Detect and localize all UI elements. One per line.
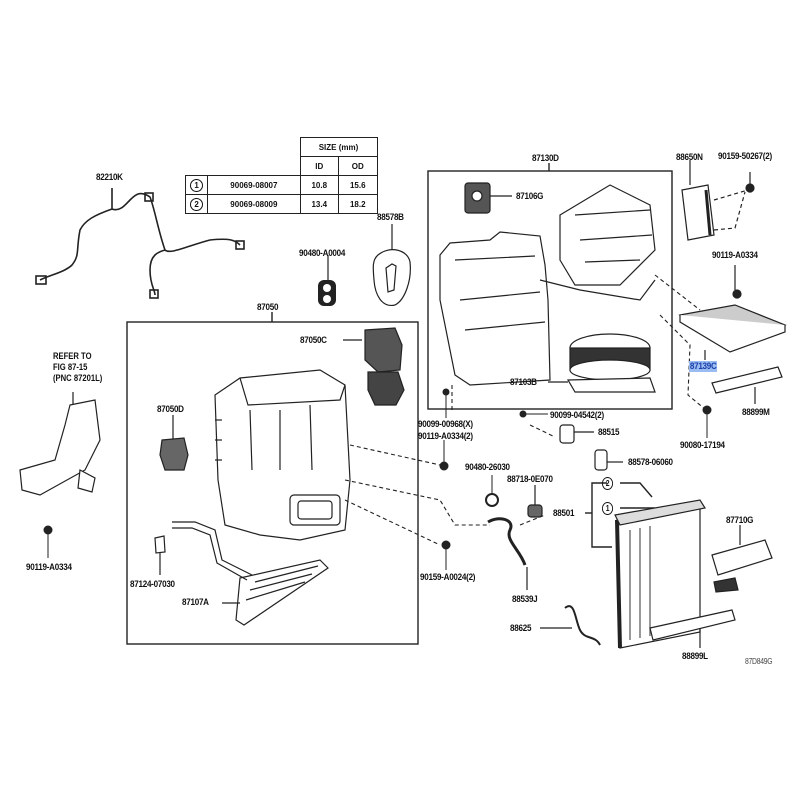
grommet-icon (318, 255, 336, 306)
resistor-87106g-icon (464, 182, 512, 214)
part-label[interactable]: 90099-04542(2) (550, 410, 604, 421)
clamp-88718-icon (527, 485, 543, 518)
part-label[interactable]: 90099-00968(X) (418, 419, 473, 430)
part-label[interactable]: 87130D (532, 153, 559, 164)
inner-diameter: 10.8 (299, 175, 339, 195)
part-label[interactable]: 90080-17194 (680, 440, 725, 451)
heater-case-illustration (214, 369, 351, 541)
part-label[interactable]: 88578B (377, 212, 404, 223)
part-label[interactable]: 88539J (512, 594, 538, 605)
sensor-88515-icon (559, 424, 594, 444)
clip-88578b-icon (372, 224, 411, 307)
outer-diameter: 15.6 (338, 175, 378, 195)
sensor-88625-icon (540, 605, 601, 646)
part-number[interactable]: 90069-08009 (207, 194, 301, 214)
bolts (43, 388, 712, 570)
bracket-88501 (591, 482, 612, 548)
actuator-87050d-icon (159, 415, 189, 471)
clip-88578-icon (594, 449, 623, 471)
part-label[interactable]: 90480-26030 (465, 462, 510, 473)
outer-diameter: 18.2 (338, 194, 378, 214)
group-box-87050 (126, 321, 419, 645)
evaporator-88501-icon (614, 499, 706, 649)
col-id: ID (299, 156, 339, 176)
cabin-filter-87139c-icon (678, 265, 787, 360)
part-label[interactable]: 90480-A0004 (299, 248, 346, 259)
part-label[interactable]: 82210K (96, 172, 123, 183)
heater-core-87107a-icon (154, 521, 329, 626)
refer-note: REFER TO FIG 87-15 (PNC 87201L) (53, 351, 102, 384)
size-header: SIZE (mm) (299, 137, 378, 157)
actuator-87050c-icon (343, 327, 405, 406)
diagram-code: 87D849G (745, 657, 773, 666)
refer-line: REFER TO (53, 351, 92, 361)
part-label[interactable]: 87124-07030 (130, 579, 175, 590)
part-label[interactable]: 87107A (182, 597, 209, 608)
ref-circle: 2 (190, 197, 204, 211)
refer-figure-link[interactable]: FIG 87-15 (53, 362, 88, 372)
part-label[interactable]: 88501 (553, 508, 575, 519)
part-label[interactable]: 90159-A0024(2) (420, 572, 476, 583)
part-label-highlighted[interactable]: 87139C (689, 361, 718, 372)
part-label[interactable]: 88899L (682, 651, 708, 662)
ref-circle: 1 (190, 178, 204, 192)
part-label[interactable]: 87106G (516, 191, 544, 202)
part-label[interactable]: 88625 (510, 623, 532, 634)
part-label[interactable]: 87050 (257, 302, 279, 313)
part-label[interactable]: 90119-A0334 (26, 562, 72, 573)
part-label[interactable]: 88650N (676, 152, 703, 163)
col-od: OD (338, 156, 378, 176)
filter-cover-88899m-icon (711, 366, 783, 404)
part-label[interactable]: 87050C (300, 335, 327, 346)
part-label[interactable]: 88515 (598, 427, 620, 438)
group-box-87130D (427, 170, 673, 410)
cover-88899l-icon (649, 609, 736, 648)
wire-harness-82210k (35, 188, 245, 299)
part-label[interactable]: 90119-A0334 (712, 250, 758, 261)
part-label[interactable]: 88578-06060 (628, 457, 673, 468)
part-label[interactable]: 90159-50267(2) (718, 151, 772, 162)
part-label[interactable]: 87710G (726, 515, 754, 526)
part-label[interactable]: 90119-A0334(2) (418, 431, 473, 442)
blower-motor-87103b-icon (548, 333, 656, 393)
refer-line: (PNC 87201L) (53, 373, 103, 383)
table-row: 1 90069-08007 10.8 15.6 (184, 175, 378, 195)
part-label[interactable]: 87050D (157, 404, 184, 415)
inner-diameter: 13.4 (299, 194, 339, 214)
part-label[interactable]: 87103B (510, 377, 537, 388)
part-number[interactable]: 90069-08007 (207, 175, 301, 195)
table-row: 2 90069-08009 13.4 18.2 (184, 194, 378, 214)
leader-dashed-lines (344, 274, 707, 546)
duct-illustration (19, 392, 101, 496)
blower-case-illustration (439, 184, 656, 386)
ref-circle: 1 (602, 502, 614, 515)
part-label[interactable]: 88899M (742, 407, 770, 418)
ref-circle: 2 (602, 477, 614, 490)
expansion-valve-87710g-icon (711, 525, 773, 593)
part-label[interactable]: 88718-0E070 (507, 474, 553, 485)
hose-88539j-icon (487, 517, 528, 590)
amplifier-88650n-icon (681, 160, 755, 241)
